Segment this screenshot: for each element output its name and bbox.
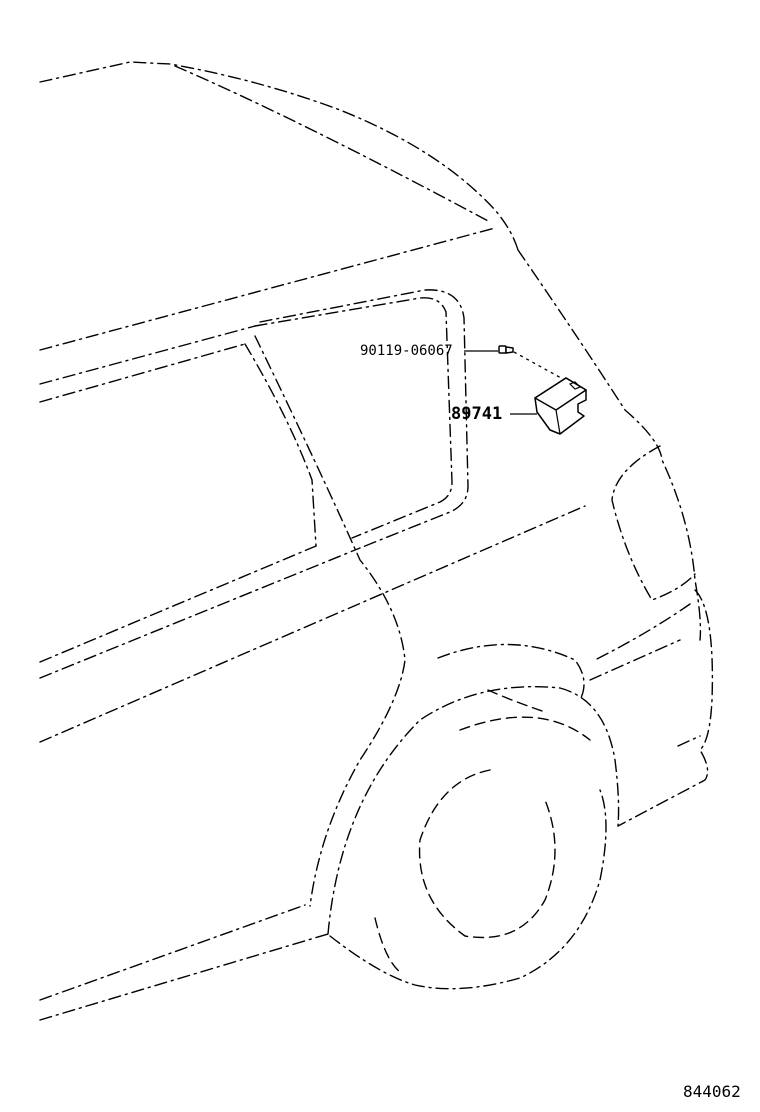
wheel-hub-arc — [487, 689, 546, 713]
wheel-arch-outer — [327, 685, 620, 935]
rocker-line-1 — [39, 904, 306, 1001]
roof-outline — [39, 61, 519, 251]
rear-bumper-outline — [617, 589, 714, 827]
roof-rail-line — [39, 227, 496, 351]
sensor-part — [534, 377, 587, 435]
sill-line-2 — [39, 547, 361, 679]
quarter-window-frame — [254, 297, 453, 539]
tail-lamp-outline — [611, 445, 696, 601]
figure-number: 844062 — [683, 1082, 741, 1101]
wheel-inner-arc — [374, 917, 401, 973]
upper-body-line-1 — [39, 325, 256, 385]
tire-shoulder — [459, 716, 591, 741]
c-pillar-line — [254, 335, 406, 907]
sill-line-1 — [39, 545, 317, 663]
bumper-side-line — [589, 639, 681, 681]
door-rear-edge — [244, 343, 317, 547]
bumper-lower-line — [677, 735, 701, 747]
rocker-line-2 — [39, 933, 329, 1021]
bolt-part — [498, 345, 514, 354]
wheel-rim — [418, 769, 556, 939]
body-side-line — [39, 505, 586, 743]
part-label-sensor: 89741 — [451, 404, 503, 424]
wheel-arch-inner — [437, 643, 585, 701]
bumper-upper-line — [594, 603, 691, 661]
part-label-bolt: 90119-06067 — [360, 343, 453, 359]
roof-inner-line — [174, 65, 491, 223]
upper-body-line-2 — [39, 343, 246, 403]
quarter-window-outer-frame — [259, 289, 469, 549]
tire-outline — [329, 789, 607, 990]
rear-body-outline — [517, 249, 702, 641]
